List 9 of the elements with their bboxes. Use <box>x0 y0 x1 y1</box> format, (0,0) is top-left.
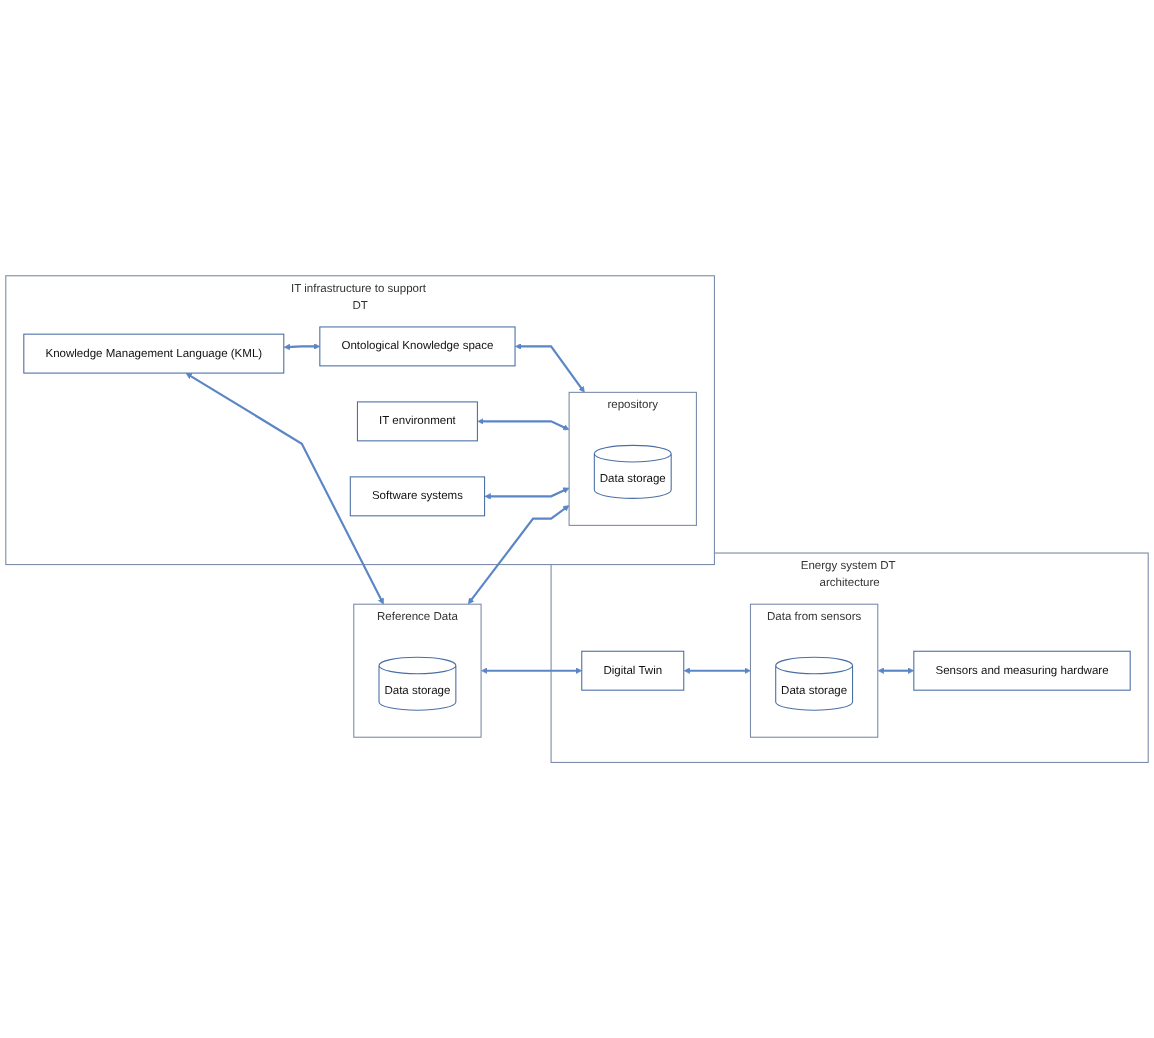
arrow <box>467 505 570 605</box>
arrow <box>477 418 570 431</box>
arrow <box>481 667 583 674</box>
arrow <box>515 343 585 393</box>
arrow <box>185 372 384 605</box>
arrow <box>683 667 751 674</box>
arrow <box>484 487 570 500</box>
arrow <box>877 667 915 674</box>
arrow <box>283 343 321 351</box>
